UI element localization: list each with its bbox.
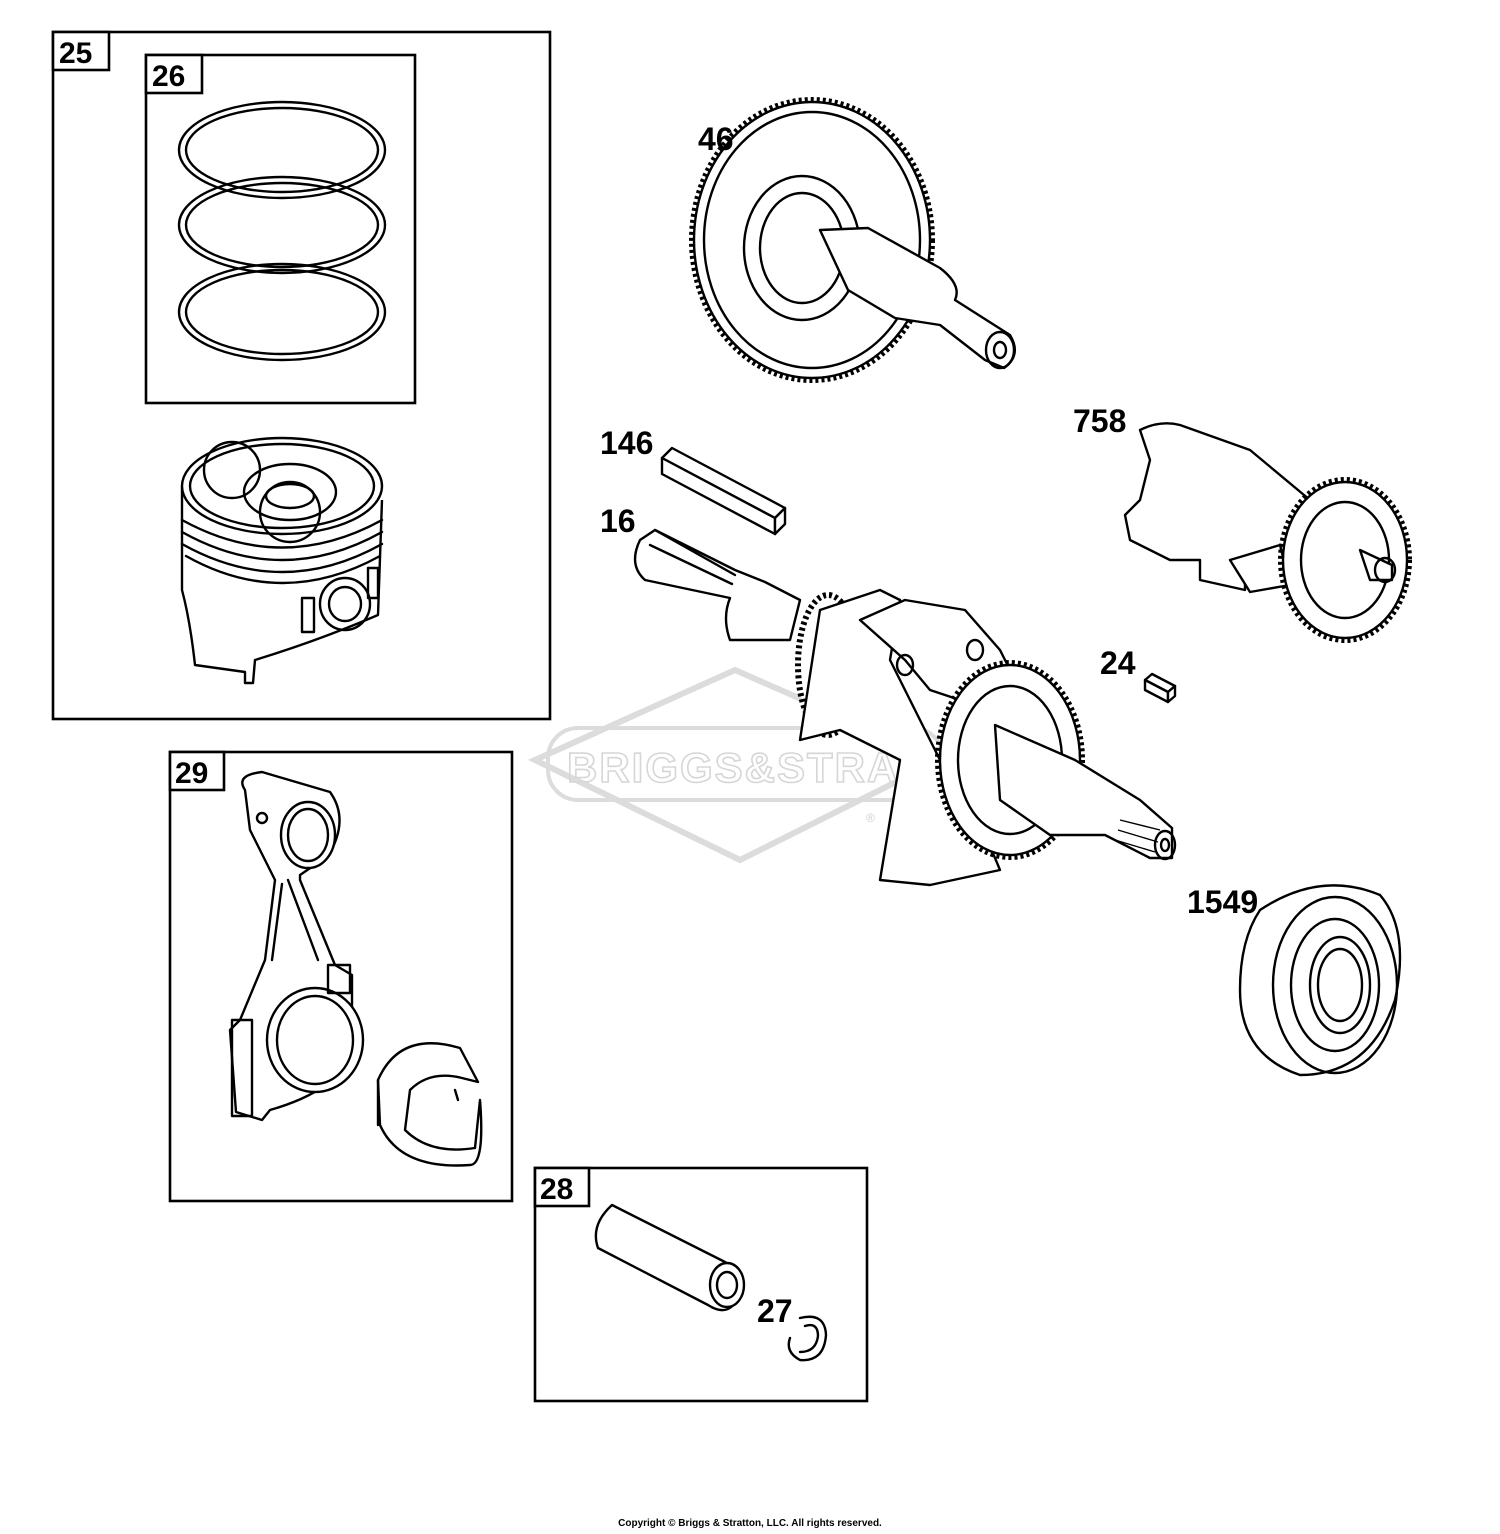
crankshaft-drawing <box>633 528 1177 887</box>
box-label-25: 25 <box>59 37 92 70</box>
callout-46: 46 <box>698 121 734 157</box>
callout-27: 27 <box>757 1293 793 1329</box>
box-label-29: 29 <box>175 757 208 790</box>
bearing-1549-drawing <box>1238 884 1402 1077</box>
crankshaft-assembly-758-drawing <box>1123 422 1412 643</box>
camshaft-drawing <box>689 97 1016 383</box>
copyright-text: Copyright © Briggs & Stratton, LLC. All … <box>618 1518 882 1529</box>
retaining-clip-drawing <box>787 1315 828 1362</box>
box-26-piston-rings: 26 <box>144 53 417 405</box>
box-label-26: 26 <box>152 60 185 93</box>
box-25-piston-assembly: 25 26 <box>51 30 552 721</box>
callout-146: 146 <box>600 425 653 461</box>
callout-16: 16 <box>600 503 636 539</box>
box-label-28: 28 <box>540 1173 573 1206</box>
rod-bearing-drawing <box>376 1042 483 1167</box>
key-146-drawing <box>660 446 787 536</box>
callout-758: 758 <box>1073 403 1126 439</box>
connecting-rod-drawing <box>228 770 365 1122</box>
wrist-pin-drawing <box>594 1203 746 1312</box>
callout-1549: 1549 <box>1187 884 1258 920</box>
box-29-connecting-rod: 29 <box>168 750 514 1203</box>
watermark-registered: ® <box>866 811 875 825</box>
key-24-drawing <box>1143 672 1177 704</box>
callout-24: 24 <box>1100 645 1136 681</box>
box-28-wrist-pin: 28 <box>533 1166 869 1403</box>
piston-drawing <box>180 436 384 685</box>
